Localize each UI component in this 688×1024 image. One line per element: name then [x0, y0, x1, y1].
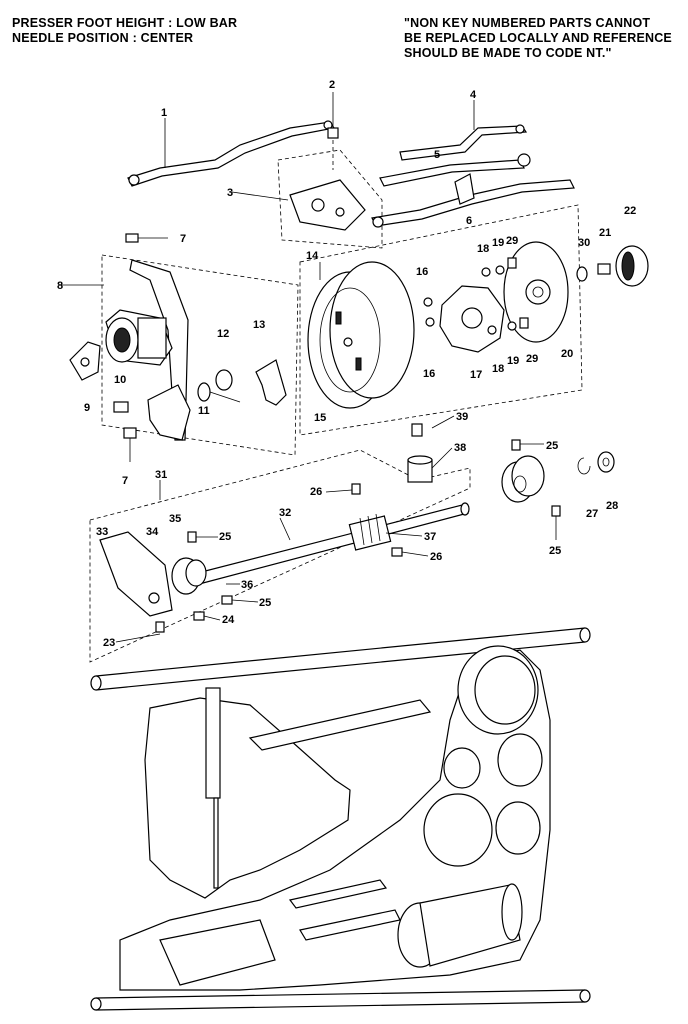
part-label-10: 10: [114, 374, 126, 386]
part-label-18-bottom: 18: [492, 363, 504, 375]
part-label-7-bottom: 7: [122, 475, 128, 487]
header-left-note: PRESSER FOOT HEIGHT : LOW BAR NEEDLE POS…: [12, 16, 237, 46]
part-label-25-c: 25: [546, 440, 558, 452]
washer-11: [197, 382, 211, 402]
part-label-12: 12: [217, 328, 229, 340]
part-label-29-bottom: 29: [526, 353, 538, 365]
part-label-1: 1: [161, 107, 167, 119]
part-label-14: 14: [306, 250, 319, 262]
part-label-37: 37: [424, 531, 436, 543]
handwheel-15: [307, 261, 415, 409]
part-label-25-b: 25: [259, 597, 271, 609]
part-label-21: 21: [599, 227, 611, 239]
part-label-8: 8: [57, 280, 63, 292]
screw-21: [597, 263, 611, 275]
part-label-7-top: 7: [180, 233, 186, 245]
replacement-note-line-1: "NON KEY NUMBERED PARTS CANNOT: [404, 16, 651, 30]
part-label-24: 24: [222, 614, 235, 626]
part-label-9: 9: [84, 402, 90, 414]
part-label-30: 30: [578, 237, 590, 249]
part-label-26-b: 26: [430, 551, 442, 563]
screw-39: [411, 423, 423, 437]
part-label-28: 28: [606, 500, 618, 512]
part-label-15: 15: [314, 412, 326, 424]
part-label-19-top: 19: [492, 237, 504, 249]
replacement-note-line-2: BE REPLACED LOCALLY AND REFERENCE: [404, 31, 672, 45]
part-label-29-top: 29: [506, 235, 518, 247]
screw-7-top: [125, 233, 168, 243]
part-label-19-bottom: 19: [507, 355, 519, 367]
screw-10: [113, 401, 129, 413]
collar-12: [209, 369, 241, 403]
assembly-box-14: [299, 204, 583, 436]
leader-lines: [115, 262, 557, 643]
part-label-20: 20: [561, 348, 573, 360]
part-label-5: 5: [434, 149, 440, 161]
main-shaft-32: [177, 502, 470, 589]
screw-2: [327, 92, 339, 170]
screw-7-bottom: [123, 427, 137, 462]
crank-33: [99, 531, 173, 617]
part-label-17: 17: [470, 369, 482, 381]
gear-37: [348, 513, 392, 551]
link-5: [379, 153, 531, 187]
knob-ring-22: [615, 245, 649, 287]
bracket-assembly-3: [231, 149, 383, 249]
shaft-box-31: [89, 449, 471, 663]
part-label-32: 32: [279, 507, 291, 519]
set-screws-shaft: [155, 483, 403, 633]
part-label-16-top: 16: [416, 266, 428, 278]
part-label-22: 22: [624, 205, 636, 217]
part-label-18-top: 18: [477, 243, 489, 255]
link-rod-4: [399, 100, 528, 161]
part-label-26-a: 26: [310, 486, 322, 498]
part-label-39: 39: [456, 411, 468, 423]
part-label-3: 3: [227, 187, 233, 199]
gear-assembly-right: [501, 439, 561, 517]
part-label-4: 4: [470, 89, 477, 101]
part-label-38: 38: [454, 442, 466, 454]
part-label-2: 2: [329, 79, 335, 91]
bracket-13: [255, 359, 287, 406]
part-label-35: 35: [169, 513, 181, 525]
part-label-16-bottom: 16: [423, 368, 435, 380]
part-label-34: 34: [146, 526, 159, 538]
presser-foot-height-note: PRESSER FOOT HEIGHT : LOW BAR: [12, 16, 238, 30]
lever-rod-6: [371, 173, 575, 228]
part-label-31: 31: [155, 469, 167, 481]
part-label-27: 27: [586, 508, 598, 520]
washer-28: [597, 451, 615, 473]
replacement-note-line-3: SHOULD BE MADE TO CODE NT.": [404, 46, 612, 60]
part-label-33: 33: [96, 526, 108, 538]
clutch-plate-20: [503, 241, 569, 343]
link-rod-1: [127, 118, 336, 187]
part-label-25-d: 25: [549, 545, 561, 557]
part-label-36: 36: [241, 579, 253, 591]
header-right-note: "NON KEY NUMBERED PARTS CANNOT BE REPLAC…: [404, 16, 672, 61]
needle-position-note: NEEDLE POSITION : CENTER: [12, 31, 194, 45]
spoked-hub-17: [439, 285, 505, 353]
part-label-23: 23: [103, 637, 115, 649]
bushing-38: [407, 455, 433, 483]
machine-body-illustration: [90, 627, 591, 1011]
part-label-11: 11: [198, 405, 210, 417]
part-label-6: 6: [466, 215, 472, 227]
washer-30: [576, 266, 588, 282]
lever-9: [69, 341, 101, 381]
part-label-13: 13: [253, 319, 265, 331]
collar-35: [171, 557, 207, 595]
small-parts-handwheel: [423, 257, 529, 335]
cam-plate: [147, 384, 191, 441]
part-label-25-a: 25: [219, 531, 231, 543]
retaining-ring-27: [577, 457, 591, 475]
